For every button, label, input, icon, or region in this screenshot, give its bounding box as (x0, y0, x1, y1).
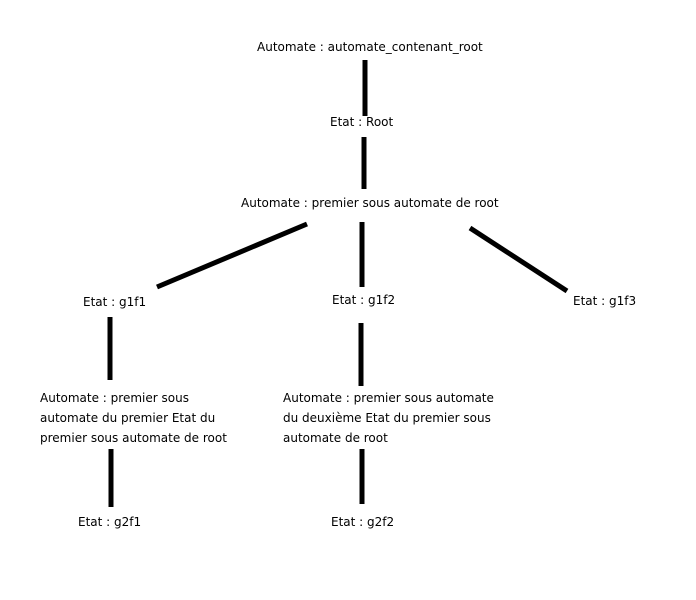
node-etat-g2f1: Etat : g2f1 (78, 515, 142, 529)
node-etat-g1f1: Etat : g1f1 (83, 295, 147, 309)
node-automate-premier: Automate : premier sous automate de root (241, 196, 499, 210)
node-etat-root: Etat : Root (330, 115, 394, 129)
node-automate-g1f2: Automate : premier sous automate du deux… (283, 391, 494, 445)
edge-automate-premier-to-g1f3 (468, 225, 569, 294)
node-automate-g1f1: Automate : premier sous automate du prem… (40, 391, 227, 445)
node-etat-g1f3: Etat : g1f3 (573, 294, 637, 308)
node-etat-g2f2: Etat : g2f2 (331, 515, 395, 529)
node-automate-contenant-root: Automate : automate_contenant_root (257, 40, 483, 54)
node-etat-g1f2: Etat : g1f2 (332, 293, 396, 307)
edge-automate-premier-to-g1f1 (156, 221, 308, 290)
